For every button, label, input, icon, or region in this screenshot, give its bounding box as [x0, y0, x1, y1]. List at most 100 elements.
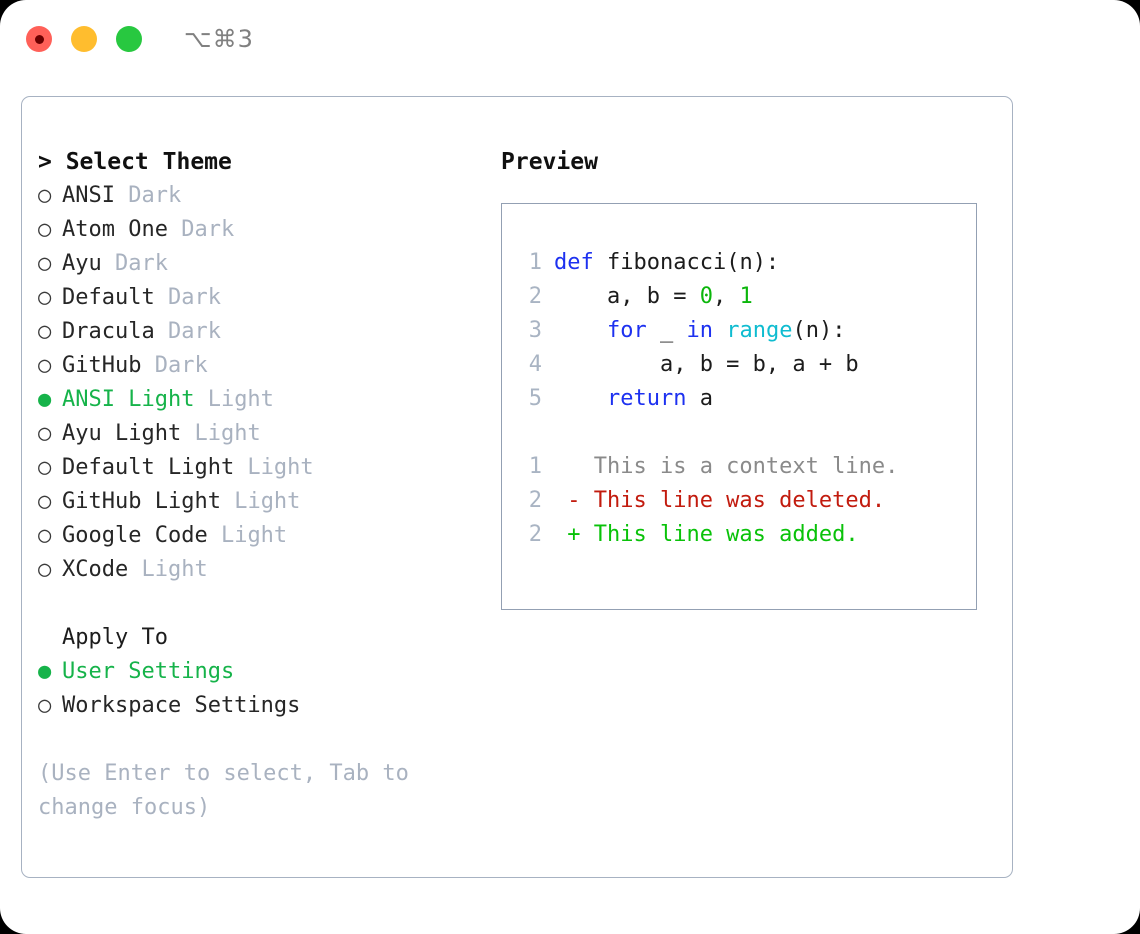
radio-unselected-icon[interactable]: ○	[38, 319, 52, 344]
theme-name: Dracula	[62, 319, 155, 344]
radio-unselected-icon[interactable]: ○	[38, 217, 52, 242]
code-token: _	[646, 318, 687, 343]
line-number: 2	[528, 522, 542, 547]
code-line: 4 a, b = b, a + b	[516, 348, 976, 382]
theme-name: ANSI	[62, 183, 115, 208]
theme-list-item[interactable]: ○ Default Light Light	[38, 451, 498, 485]
code-token: 1	[739, 284, 753, 309]
minimize-button[interactable]	[71, 26, 97, 52]
theme-list-item[interactable]: ● ANSI Light Light	[38, 383, 498, 417]
theme-list-item[interactable]: ○ANSI Dark	[38, 179, 498, 213]
theme-list-item[interactable]: ○ Ayu Light Light	[38, 417, 498, 451]
theme-variant-badge: Light	[128, 557, 208, 582]
theme-name: GitHub Light	[62, 489, 221, 514]
keyboard-hint-text: (Use Enter to select, Tab to change focu…	[38, 761, 409, 820]
theme-name: Ayu	[62, 251, 102, 276]
diff-line: 2 + This line was added.	[516, 518, 976, 552]
radio-selected-icon[interactable]: ●	[38, 659, 52, 684]
theme-variant-badge: Light	[220, 489, 301, 514]
theme-variant-badge: Dark	[154, 319, 221, 344]
maximize-button[interactable]	[116, 26, 142, 52]
theme-list-item[interactable]: ○ GitHub Dark	[38, 349, 498, 383]
preview-title: Preview	[501, 149, 598, 175]
radio-unselected-icon[interactable]: ○	[38, 421, 52, 446]
record-indicator-icon	[34, 34, 44, 44]
code-token: ,	[712, 284, 740, 309]
theme-name: GitHub	[62, 353, 142, 378]
radio-selected-icon[interactable]: ●	[38, 387, 52, 412]
theme-list-item[interactable]: ○ GitHub Light Light	[38, 485, 498, 519]
line-number: 2	[528, 488, 542, 513]
line-number: 3	[528, 318, 542, 343]
line-number: 1	[528, 454, 542, 479]
radio-unselected-icon[interactable]: ○	[38, 455, 52, 480]
diff-sample: 1 This is a context line.2 - This line w…	[516, 450, 976, 552]
apply-to-item[interactable]: ○ Workspace Settings	[38, 689, 498, 723]
code-token: fibonacci(n):	[593, 250, 780, 275]
theme-variant-badge: Dark	[101, 251, 168, 276]
theme-list-item[interactable]: ○ Google Code Light	[38, 519, 498, 553]
apply-to-list: ● User Settings ○ Workspace Settings	[38, 655, 498, 723]
code-token: a, b =	[554, 284, 700, 309]
code-token: range	[726, 318, 793, 343]
code-token: a	[686, 386, 713, 411]
theme-name: Default Light	[62, 455, 235, 480]
theme-list-item[interactable]: ○ Atom One Dark	[38, 213, 498, 247]
theme-variant-badge: Light	[234, 455, 314, 480]
code-token	[554, 318, 607, 343]
radio-unselected-icon[interactable]: ○	[38, 489, 52, 514]
theme-name: Atom One	[62, 217, 168, 242]
theme-variant-badge: Dark	[167, 217, 235, 242]
theme-variant-badge: Dark	[141, 353, 208, 378]
apply-to-label: User Settings	[62, 659, 235, 684]
apply-to-label: Workspace Settings	[62, 693, 301, 718]
window-titlebar: ⌥⌘3	[0, 0, 1140, 78]
spacer	[38, 587, 498, 621]
spacer	[516, 416, 976, 450]
theme-name: Google Code	[62, 523, 208, 548]
code-line: 1 def fibonacci(n):	[516, 246, 976, 280]
theme-list: ○ ANSI Dark ○ Atom One Dark ○ Ayu Dark ○ Defaul…	[38, 179, 498, 587]
theme-variant-badge: Light	[181, 421, 261, 446]
apply-to-item[interactable]: ● User Settings	[38, 655, 498, 689]
code-token: - This line was deleted.	[554, 488, 886, 513]
theme-list-item[interactable]: ○ XCode Light	[38, 553, 498, 587]
theme-name: Default	[62, 285, 155, 310]
theme-list-item[interactable]: ○ Ayu Dark	[38, 247, 498, 281]
theme-name: ANSI Light	[62, 387, 195, 412]
theme-variant-badge: Dark	[154, 285, 221, 310]
window-controls	[26, 26, 142, 52]
code-token	[554, 386, 607, 411]
main-panel: > Select Theme ○ANSI Dark○Atom One Dark○…	[21, 96, 1013, 878]
radio-unselected-icon[interactable]: ○	[38, 251, 52, 276]
diff-line: 2 - This line was deleted.	[516, 484, 976, 518]
radio-unselected-icon[interactable]: ○	[38, 557, 52, 582]
theme-name: XCode	[62, 557, 129, 582]
line-number: 4	[528, 352, 542, 377]
line-number: 2	[528, 284, 542, 309]
theme-list-item[interactable]: ○ Default Dark	[38, 281, 498, 315]
code-token: + This line was added.	[554, 522, 859, 547]
code-token: in	[686, 318, 713, 343]
diff-line: 1 This is a context line.	[516, 450, 976, 484]
radio-unselected-icon[interactable]: ○	[38, 183, 52, 208]
theme-name: Ayu Light	[62, 421, 182, 446]
code-line: 5 return a	[516, 382, 976, 416]
theme-variant-badge: Light	[207, 523, 288, 548]
radio-unselected-icon[interactable]: ○	[38, 523, 52, 548]
code-token: (n):	[792, 318, 846, 343]
theme-list-item[interactable]: ○ Dracula Dark	[38, 315, 498, 349]
radio-unselected-icon[interactable]: ○	[38, 693, 52, 718]
theme-variant-badge: Light	[194, 387, 274, 412]
theme-selector-column: > Select Theme ○ANSI Dark○Atom One Dark○…	[38, 145, 498, 825]
keyboard-shortcut-label: ⌥⌘3	[184, 25, 254, 53]
code-token: def	[554, 250, 594, 275]
line-number: 1	[528, 250, 542, 275]
code-token: a, b = b, a + b	[554, 352, 859, 377]
radio-unselected-icon[interactable]: ○	[38, 285, 52, 310]
close-button[interactable]	[26, 26, 52, 52]
radio-unselected-icon[interactable]: ○	[38, 353, 52, 378]
